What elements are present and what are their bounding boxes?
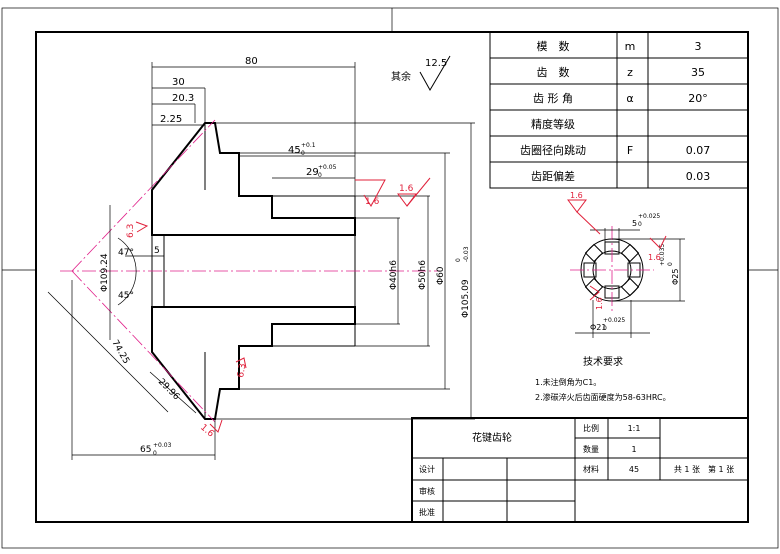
- dim-5: 5: [154, 246, 160, 256]
- notes-title: 技术要求: [583, 355, 623, 368]
- top-dimensions: 80 30 20.3 2.25 45 +0.1 0 29 +0.05 0 5: [125, 56, 356, 257]
- param-val-4: 0.07: [686, 144, 711, 157]
- param-sym-4: F: [627, 144, 633, 157]
- dim-80: 80: [245, 56, 258, 67]
- general-roughness: 其余 12.5: [391, 55, 451, 92]
- dim-29: 29: [306, 167, 319, 178]
- outer-border: [1, 7, 779, 549]
- dim-phi60: Φ60: [436, 266, 446, 285]
- review-label: 审核: [419, 486, 435, 496]
- spline-dim-phi25: Φ25: [671, 269, 680, 285]
- dim-45: 45: [288, 145, 301, 156]
- spline-roughness-c: 1.6: [595, 297, 604, 310]
- param-label-2: 齿 形 角: [533, 92, 573, 105]
- qty-label: 数量: [583, 444, 599, 454]
- scale-label: 比例: [583, 423, 599, 433]
- spline-dim-5-tol-upper: +0.025: [638, 213, 660, 220]
- design-label: 设计: [419, 464, 435, 474]
- param-val-2: 20°: [688, 92, 708, 105]
- dim-74-25: 74.25: [109, 339, 131, 366]
- dim-2-25: 2.25: [160, 114, 182, 125]
- angle-45: 45°: [118, 291, 134, 301]
- dim-65-tol-lower: 0: [153, 450, 157, 457]
- param-val-5: 0.03: [686, 170, 711, 183]
- spline-dim-phi21-tol-lower: 0: [603, 325, 607, 332]
- lower-section: [151, 306, 356, 420]
- spline-roughness-b: 1.6: [648, 253, 661, 262]
- others-label: 其余: [391, 70, 411, 83]
- angle-47: 47°: [118, 248, 134, 258]
- qty-value: 1: [631, 445, 636, 454]
- dim-29-tol-upper: +0.05: [318, 164, 337, 171]
- note-2: 2.渗碳淬火后齿面硬度为58-63HRC。: [535, 392, 671, 402]
- dim-20-3: 20.3: [172, 93, 194, 104]
- dim-45-tol-lower: 0: [301, 150, 305, 157]
- part-name: 花键齿轮: [472, 431, 512, 444]
- dim-30: 30: [172, 77, 185, 88]
- dim-65-tol-upper: +0.03: [153, 442, 172, 449]
- param-sym-2: α: [626, 92, 633, 105]
- material-label: 材料: [583, 464, 599, 474]
- note-1: 1.未注倒角为C1。: [535, 377, 601, 387]
- technical-notes: 技术要求 1.未注倒角为C1。 2.渗碳淬火后齿面硬度为58-63HRC。: [535, 355, 671, 402]
- roughness-6-3-a: 6.3: [126, 224, 136, 238]
- dim-65: 65: [140, 445, 151, 455]
- param-sym-0: m: [625, 40, 636, 53]
- param-label-0: 模 数: [537, 40, 570, 53]
- sheet-count: 共 1 张 第 1 张: [674, 464, 734, 474]
- roughness-6-3-b: 6.3: [236, 363, 248, 379]
- dim-phi109: Φ109.24: [100, 253, 110, 292]
- others-value: 12.5: [425, 58, 447, 69]
- param-val-0: 3: [695, 40, 702, 53]
- title-block: 花键齿轮 比例 1:1 数量 1 材料 45 共 1 张 第 1 张 设计 审核…: [411, 417, 749, 523]
- param-val-1: 35: [691, 66, 705, 79]
- param-sym-1: z: [627, 66, 633, 79]
- approve-label: 批准: [419, 507, 435, 517]
- dim-phi105-tol-upper: 0: [455, 258, 462, 262]
- spline-dim-phi25-tol-lower: 0: [667, 262, 674, 266]
- dim-phi105: Φ105.09: [461, 279, 471, 318]
- roughness-1-6-b: 1.6: [365, 197, 380, 207]
- dim-29-96: 29.96: [156, 377, 181, 402]
- dim-phi50h6: Φ50h6: [418, 260, 428, 290]
- dim-phi40h6: Φ40h6: [389, 260, 399, 290]
- param-label-5: 齿距偏差: [531, 169, 575, 183]
- param-label-4: 齿圈径向跳动: [520, 143, 586, 157]
- spline-dim-phi25-tol-upper: +0.035: [659, 244, 666, 266]
- roughness-marks: 6.3 6.3 1.6 1.6 1.6: [126, 177, 431, 440]
- gear-parameter-table: 模 数 m 3 齿 数 z 35 齿 形 角 α 20° 精度等级 齿圈径向跳动…: [489, 31, 749, 189]
- left-dimensions: Φ109.24 47° 45° 74.25 29.96 65 +0.03 0: [47, 205, 216, 460]
- spline-section: 5 +0.025 0 Φ25 +0.035 0 Φ21 +0.025 0 1.6…: [567, 191, 685, 338]
- upper-section: [151, 122, 356, 236]
- material-value: 45: [629, 465, 639, 474]
- spline-roughness-a: 1.6: [570, 191, 583, 200]
- dim-45-tol-upper: +0.1: [301, 142, 316, 149]
- spline-dim-phi21-tol-upper: +0.025: [603, 317, 625, 324]
- right-diameters: Φ40h6 Φ50h6 Φ60 Φ105.09 0 -0.03: [215, 122, 475, 420]
- spline-dim-phi21: Φ21: [590, 323, 606, 332]
- dim-phi105-tol-lower: -0.03: [463, 246, 470, 262]
- dim-29-tol-lower: 0: [318, 172, 322, 179]
- gear-section-view: [60, 119, 440, 423]
- spline-dim-5-tol-lower: 0: [638, 221, 642, 228]
- scale-value: 1:1: [628, 424, 641, 433]
- roughness-1-6-c: 1.6: [399, 184, 414, 194]
- param-label-1: 齿 数: [537, 66, 570, 79]
- spline-dim-5: 5: [632, 219, 637, 228]
- param-label-3: 精度等级: [531, 117, 575, 131]
- roughness-1-6-a: 1.6: [198, 423, 216, 440]
